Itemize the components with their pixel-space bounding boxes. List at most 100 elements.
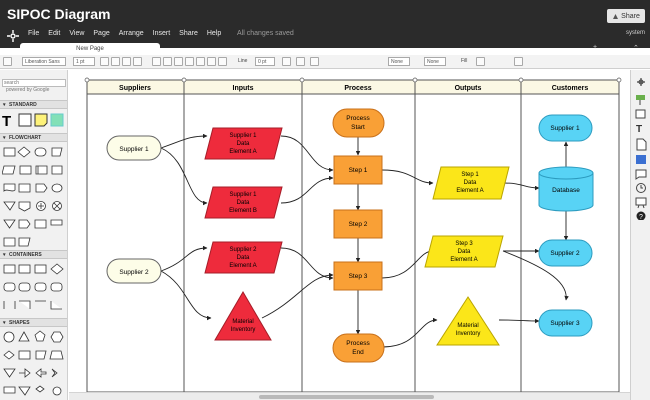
opacity-icon[interactable] — [514, 57, 523, 66]
step-2-node[interactable]: Step 2 — [333, 209, 383, 239]
user-name[interactable]: system — [626, 30, 646, 36]
standard-shapes[interactable]: T — [2, 112, 66, 128]
output-3-node[interactable]: Material Inventory — [436, 296, 500, 346]
share-icon — [613, 13, 619, 19]
input-3-line1: Supplier 2 — [229, 247, 257, 253]
output-3-line1: Material — [457, 323, 478, 329]
customer-supplier-3-node[interactable]: Supplier 3 — [538, 309, 593, 337]
menu-share[interactable]: Share — [179, 30, 198, 37]
section-containers[interactable]: CONTAINERS — [0, 250, 67, 259]
navigator-icon[interactable] — [637, 78, 645, 86]
customer-3-label: Supplier 3 — [550, 320, 580, 327]
menu-file[interactable]: File — [28, 30, 40, 37]
fill-color-icon[interactable] — [476, 57, 485, 66]
output-1-line2: Data — [464, 180, 477, 186]
output-3-line2: Inventory — [456, 331, 481, 337]
list-icon[interactable] — [218, 57, 227, 66]
supplier-1-node[interactable]: Supplier 1 — [106, 135, 162, 161]
input-3-node[interactable]: Supplier 2 Data Element A — [204, 241, 283, 274]
input-2-line1: Supplier 1 — [229, 192, 257, 198]
input-4-line2: Inventory — [231, 327, 256, 333]
font-select[interactable]: Liberation Sans — [22, 57, 66, 66]
comments-icon[interactable] — [635, 169, 647, 180]
presentation-icon[interactable] — [635, 197, 647, 209]
step-3-node[interactable]: Step 3 — [333, 261, 383, 291]
diagram-canvas[interactable]: Suppliers Inputs Process Outputs Custome… — [69, 70, 630, 393]
input-2-node[interactable]: Supplier 1 Data Element B — [204, 186, 283, 219]
supplier-2-node[interactable]: Supplier 2 — [106, 258, 162, 284]
svg-text:T: T — [636, 124, 642, 135]
output-1-node[interactable]: Step 1 Data Element A — [432, 166, 510, 200]
align-right-icon[interactable] — [174, 57, 183, 66]
process-end-node[interactable]: Process End — [332, 333, 385, 363]
menu-edit[interactable]: Edit — [48, 30, 61, 37]
input-1-node[interactable]: Supplier 1 Data Element A — [204, 127, 283, 160]
bold-icon[interactable] — [100, 57, 109, 66]
basic-shapes[interactable] — [2, 329, 66, 399]
add-page-icon[interactable]: + — [593, 44, 598, 51]
menu-arrange[interactable]: Arrange — [118, 30, 144, 37]
underline-icon[interactable] — [122, 57, 131, 66]
section-standard[interactable]: STANDARD — [0, 100, 67, 109]
align-center-icon[interactable] — [163, 57, 172, 66]
shape-properties-icon[interactable] — [635, 109, 646, 119]
menu-page[interactable]: Page — [93, 30, 110, 37]
output-2-node[interactable]: Step 3 Data Element A — [424, 235, 504, 268]
input-4-line1: Material — [232, 319, 253, 325]
scrollbar-thumb[interactable] — [259, 395, 434, 399]
fill-label: Fill — [461, 58, 468, 64]
lucid-logo-icon[interactable] — [6, 29, 20, 43]
pointer-tool-icon[interactable] — [3, 57, 12, 66]
menu-insert[interactable]: Insert — [152, 30, 171, 37]
shape-library-sidebar: powered by Google STANDARD T FLOWCHART C… — [0, 70, 68, 400]
collapse-chevron-icon[interactable]: ⌃ — [633, 45, 639, 52]
valign-bottom-icon[interactable] — [207, 57, 216, 66]
customer-supplier-2-node[interactable]: Supplier 2 — [538, 239, 593, 267]
italic-icon[interactable] — [111, 57, 120, 66]
powered-by-google: powered by Google — [6, 87, 50, 93]
step-1-node[interactable]: Step 1 — [333, 155, 383, 185]
flowchart-shapes[interactable] — [2, 144, 66, 248]
line-width-select[interactable]: 0 pt — [255, 57, 275, 66]
help-icon[interactable]: ? — [636, 211, 646, 221]
layers-icon[interactable] — [636, 155, 646, 164]
menu-help[interactable]: Help — [206, 30, 222, 37]
line-end-select[interactable]: None — [424, 57, 446, 66]
database-label: Database — [552, 187, 580, 194]
section-shapes[interactable]: SHAPES — [0, 318, 67, 327]
app-header: SIPOC Diagram File Edit View Page Arrang… — [0, 0, 650, 55]
connector-lines — [160, 133, 569, 348]
section-flowchart[interactable]: FLOWCHART — [0, 133, 67, 142]
page-settings-icon[interactable] — [636, 138, 647, 151]
supplier-2-label: Supplier 2 — [119, 269, 149, 276]
history-icon[interactable] — [636, 183, 646, 193]
text-properties-icon[interactable]: T — [636, 124, 642, 135]
process-start-node[interactable]: Process Start — [332, 108, 385, 138]
valign-top-icon[interactable] — [185, 57, 194, 66]
line-color-icon[interactable] — [282, 57, 291, 66]
tab-new-page[interactable]: New Page — [20, 43, 160, 55]
valign-middle-icon[interactable] — [196, 57, 205, 66]
text-color-icon[interactable] — [133, 57, 142, 66]
database-node[interactable]: Database — [538, 166, 594, 212]
start-line2: Start — [351, 124, 365, 131]
output-1-line1: Step 1 — [461, 172, 479, 178]
line-start-select[interactable]: None — [388, 57, 410, 66]
font-size-select[interactable]: 1 pt — [73, 57, 95, 66]
output-2-line1: Step 3 — [455, 241, 473, 247]
shape-search-input[interactable] — [2, 79, 66, 87]
sipoc-diagram[interactable]: Suppliers Inputs Process Outputs Custome… — [69, 70, 630, 393]
customer-1-label: Supplier 1 — [550, 125, 580, 132]
line-curve-icon[interactable] — [310, 57, 319, 66]
input-1-line2: Data — [237, 141, 250, 147]
customer-supplier-1-node[interactable]: Supplier 1 — [538, 114, 593, 142]
share-button[interactable]: Share — [607, 9, 645, 23]
input-4-node[interactable]: Material Inventory — [214, 291, 272, 341]
format-painter-icon[interactable] — [636, 95, 645, 105]
align-left-icon[interactable] — [152, 57, 161, 66]
line-style-icon[interactable] — [296, 57, 305, 66]
input-3-line2: Data — [237, 255, 250, 261]
menu-view[interactable]: View — [69, 30, 85, 37]
container-shapes[interactable] — [2, 261, 66, 317]
horizontal-scrollbar[interactable] — [69, 392, 630, 400]
